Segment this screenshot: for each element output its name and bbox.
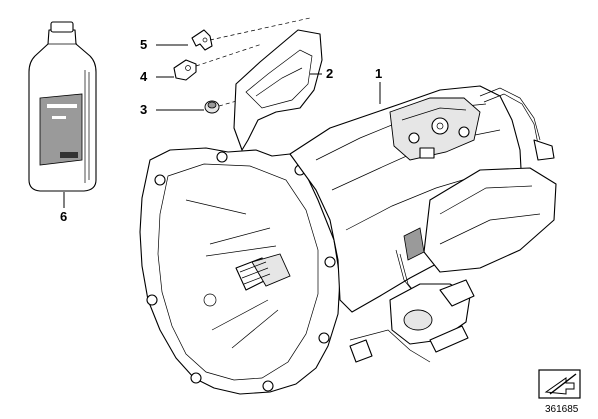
bracket-icon[interactable] [191,29,213,51]
oil-bottle-icon[interactable] [28,21,97,192]
transmission-icon[interactable] [139,85,557,395]
callout-1[interactable]: 1 [375,66,382,81]
image-code: 361685 [545,404,579,415]
clip-icon[interactable] [173,59,197,81]
callout-5[interactable]: 5 [140,37,147,52]
navigation-arrow-icon[interactable] [538,369,581,399]
grommet-icon[interactable] [204,100,220,114]
heat-shield-icon[interactable] [233,29,323,151]
callout-3[interactable]: 3 [140,102,147,117]
callout-4[interactable]: 4 [140,69,148,84]
callout-2[interactable]: 2 [326,66,333,81]
callout-6[interactable]: 6 [60,209,67,224]
